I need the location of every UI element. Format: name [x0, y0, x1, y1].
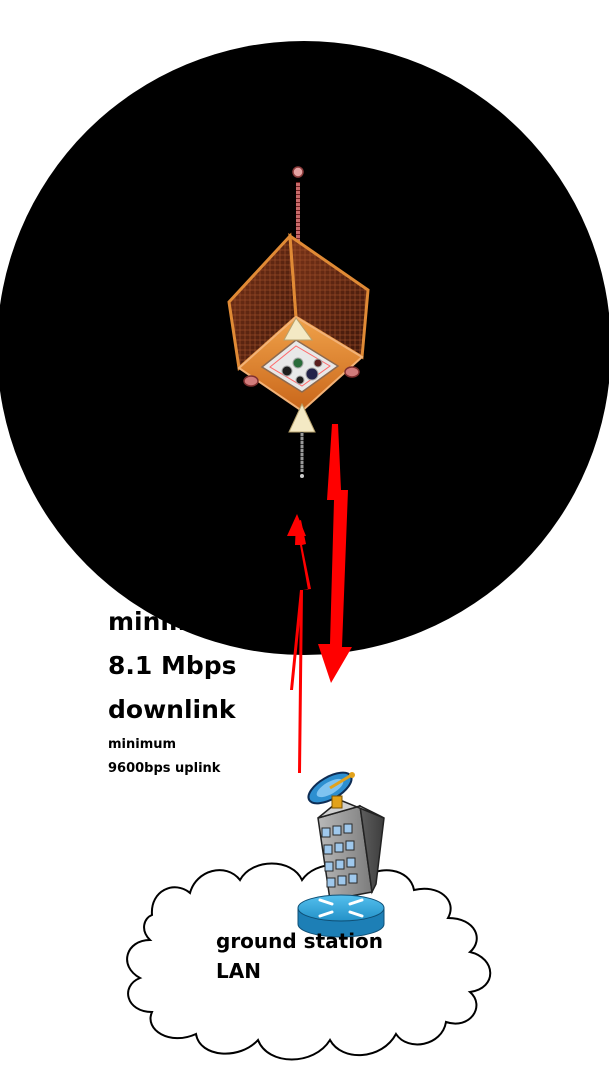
lan-label-line2: LAN: [216, 959, 261, 983]
downlink-label-line3: downlink: [108, 695, 236, 724]
link-capacity-label: minimum 8.1 Mbps downlink minimum 9600bp…: [108, 600, 328, 780]
lan-label-line1: ground station: [216, 929, 384, 953]
satellite-icon: [227, 166, 370, 478]
uplink-rate: 9600bps uplink: [108, 761, 221, 776]
downlink-label-line1: minimum: [108, 607, 239, 636]
satellite-dish-icon: [307, 771, 355, 809]
cloud-icon: [126, 862, 492, 1061]
uplink-label-line1: minimum: [108, 737, 177, 752]
ground-station-building-icon: [317, 799, 385, 901]
ground-station-lan-label: ground station LAN: [216, 926, 383, 986]
router-icon: [297, 894, 385, 938]
uplink-arrow: [287, 514, 311, 773]
downlink-rate: 8.1 Mbps: [108, 651, 237, 680]
downlink-arrow: [318, 424, 352, 683]
